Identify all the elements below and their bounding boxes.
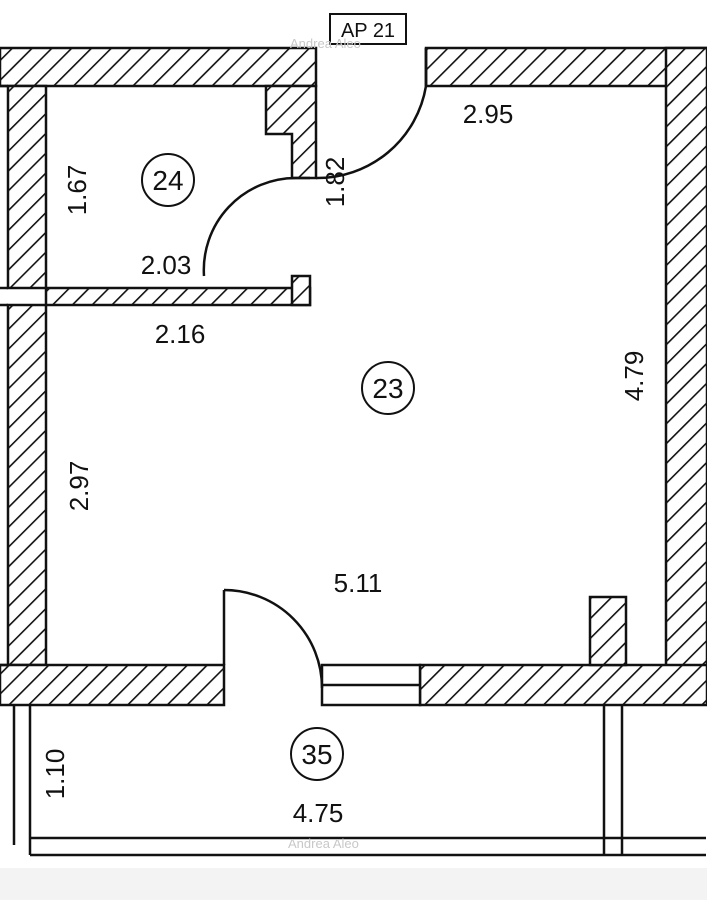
dim-entry-width: 1.82 — [320, 157, 350, 208]
doors — [202, 48, 428, 689]
wall-bottom-right — [418, 663, 707, 707]
edge-lines — [0, 84, 8, 667]
dim-balcony-width: 4.75 — [293, 798, 344, 828]
entry-door-swing — [315, 48, 428, 180]
wall-left-upper — [6, 84, 48, 290]
wall-partition — [44, 286, 312, 307]
room-marker-23: 23 — [361, 361, 415, 415]
balcony — [12, 705, 706, 857]
dim-room23-top: 2.95 — [463, 99, 514, 129]
apartment-code: AP 21 — [341, 20, 395, 42]
wall-right — [664, 46, 707, 706]
dim-room24-height: 1.67 — [62, 165, 92, 216]
room-number-35: 35 — [301, 739, 332, 770]
room-marker-35: 35 — [290, 727, 344, 781]
wall-top-left — [0, 46, 318, 88]
wall-pillar — [588, 595, 628, 667]
dim-room23-right: 4.79 — [619, 351, 649, 402]
footer-band — [0, 868, 707, 900]
wall-left-lower — [6, 303, 48, 667]
room-number-24: 24 — [152, 165, 183, 196]
room-number-23: 23 — [372, 373, 403, 404]
walls — [0, 46, 707, 707]
dim-room23-bottom: 5.11 — [334, 568, 383, 598]
dim-room23-left: 2.97 — [64, 461, 94, 512]
dim-balcony-height: 1.10 — [40, 749, 70, 800]
watermark-top: Andrea Aleo — [290, 36, 361, 51]
balcony-door-swing — [222, 588, 324, 689]
room-marker-24: 24 — [141, 153, 195, 207]
watermark-bottom: Andrea Aleo — [288, 836, 359, 851]
apartment-code-box: AP 21 — [329, 13, 407, 45]
wall-bottom-left — [0, 663, 226, 707]
window-bottom — [320, 663, 422, 707]
dim-room23-inner-top: 2.16 — [155, 319, 206, 349]
dim-room24-width: 2.03 — [141, 250, 192, 280]
wall-notch-24 — [264, 84, 318, 180]
wall-partition-end — [290, 274, 312, 307]
door-24-swing — [202, 176, 310, 277]
